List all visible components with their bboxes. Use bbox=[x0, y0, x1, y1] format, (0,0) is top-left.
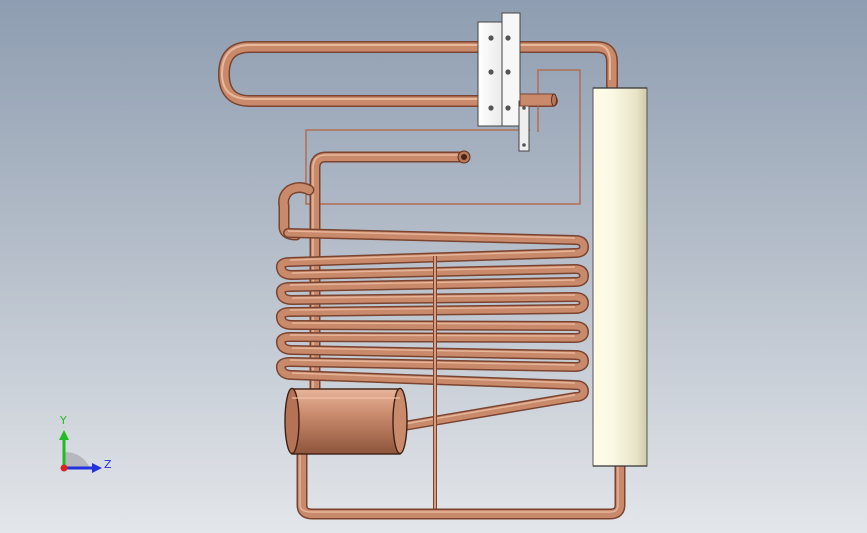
riser-offset-bend[interactable] bbox=[278, 182, 315, 241]
x-axis-icon bbox=[60, 464, 68, 472]
lower-return-pipe[interactable] bbox=[296, 446, 626, 520]
riser-pipe[interactable] bbox=[309, 150, 471, 396]
mounting-bracket[interactable] bbox=[477, 12, 530, 152]
z-axis-label: Z bbox=[104, 458, 112, 471]
triad-plane-icon bbox=[64, 452, 90, 468]
receiver-drum[interactable] bbox=[284, 387, 408, 455]
condenser-coil[interactable] bbox=[275, 228, 589, 431]
y-axis-label: Y bbox=[59, 414, 67, 427]
orientation-triad[interactable]: Y Z bbox=[48, 410, 118, 480]
upper-return-pipe[interactable] bbox=[217, 41, 618, 107]
capillary-tube bbox=[305, 69, 581, 205]
bracket-pipe-stub bbox=[519, 93, 557, 107]
vertical-tank[interactable] bbox=[592, 80, 648, 467]
